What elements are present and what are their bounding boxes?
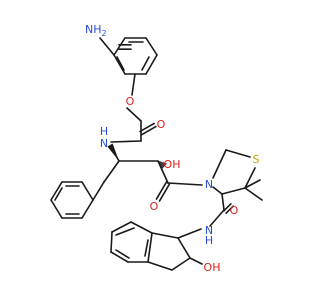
indan-bond bbox=[147, 261, 173, 271]
indan-bond bbox=[177, 237, 191, 259]
aryl-ether-bond bbox=[131, 73, 136, 96]
phenyl-ring-bond bbox=[81, 181, 94, 201]
aromatic-inner-bond bbox=[116, 56, 125, 71]
sulfur-label: S bbox=[253, 153, 260, 166]
hydroxyl2-bond bbox=[189, 257, 203, 265]
amine-label: NH2 bbox=[85, 23, 107, 38]
carboxamide-double-bond bbox=[223, 203, 232, 212]
phenyl-ring-bond bbox=[81, 199, 94, 219]
aromatic-inner-bond bbox=[54, 187, 63, 201]
methyl-bond bbox=[244, 179, 261, 189]
molecule-structure: NH2 O O N H OH O N S O N H OH bbox=[50, 23, 263, 274]
phenyl-ring-bond bbox=[50, 181, 63, 201]
methyl-bond bbox=[244, 187, 263, 201]
aromatic-inner-bond bbox=[115, 249, 130, 259]
hydroxyl-label: OH bbox=[164, 158, 181, 171]
aminophenyl-ring-bond bbox=[145, 37, 158, 56]
carboxamide-n-bond bbox=[209, 209, 225, 227]
backbone-bond bbox=[157, 160, 169, 184]
hash-line bbox=[161, 162, 167, 170]
amide-nitrogen-label: N bbox=[100, 137, 108, 150]
amide-n-bond bbox=[110, 140, 142, 143]
ch-n-bond bbox=[212, 186, 223, 195]
aromatic-inner-bond bbox=[141, 56, 150, 71]
hash-line bbox=[160, 162, 164, 167]
carboxamide-hydrogen-label: H bbox=[205, 234, 213, 247]
amine-bond bbox=[99, 37, 115, 56]
n-indan-bond bbox=[177, 228, 202, 239]
amine-subscript: 2 bbox=[102, 29, 107, 38]
amine-text: NH bbox=[85, 23, 102, 36]
ch-carbonyl-bond bbox=[221, 193, 225, 211]
indan-benzo-bond bbox=[110, 231, 113, 253]
aminophenyl-ring-bond bbox=[145, 54, 158, 75]
ketone-n-bond bbox=[167, 182, 203, 186]
hash-line bbox=[160, 162, 166, 168]
ether-oxygen-label: O bbox=[126, 95, 135, 108]
indan-benzo-bond bbox=[111, 221, 132, 233]
indan-fused-bond bbox=[147, 232, 153, 263]
cq-ch-bond bbox=[221, 187, 246, 195]
phenyl-ring-bond bbox=[50, 199, 63, 219]
indan-bond bbox=[151, 232, 179, 239]
carboxamide-nitrogen-label: N bbox=[205, 224, 213, 237]
carboxamide-oxygen-label: O bbox=[230, 204, 239, 217]
indanol-hydroxyl-label: OH bbox=[204, 261, 221, 274]
ketone-double-bond bbox=[158, 183, 171, 202]
aromatic-inner-bond bbox=[144, 239, 149, 257]
ether-ch2-bond bbox=[126, 107, 142, 122]
indan-bond bbox=[171, 257, 191, 271]
ring-n-ch2-bond bbox=[212, 149, 227, 179]
carboxamide-double-bond bbox=[225, 205, 234, 214]
amide-wedge bbox=[107, 143, 119, 161]
amide-oxygen-label: O bbox=[157, 118, 166, 131]
ketone-double-bond bbox=[155, 181, 168, 200]
aminophenyl-ring-bond bbox=[113, 37, 126, 56]
amide-hydrogen-label: H bbox=[100, 125, 108, 138]
amide-carbonyl-double-bond bbox=[139, 122, 155, 133]
aromatic-inner-bond bbox=[115, 227, 135, 236]
thiazolidine-nitrogen-label: N bbox=[205, 178, 213, 191]
indan-benzo-bond bbox=[110, 251, 129, 263]
ch2-s-bond bbox=[225, 149, 251, 158]
amide-carbonyl-double-bond bbox=[141, 125, 157, 136]
indan-benzo-bond bbox=[130, 221, 153, 234]
s-cq-bond bbox=[244, 167, 256, 189]
aminophenyl-ring-bond bbox=[113, 54, 126, 75]
ketone-oxygen-label: O bbox=[150, 200, 159, 213]
benzyl-bond bbox=[92, 181, 105, 201]
benzyl-ch2-bond bbox=[103, 160, 120, 183]
bonds bbox=[50, 37, 263, 271]
